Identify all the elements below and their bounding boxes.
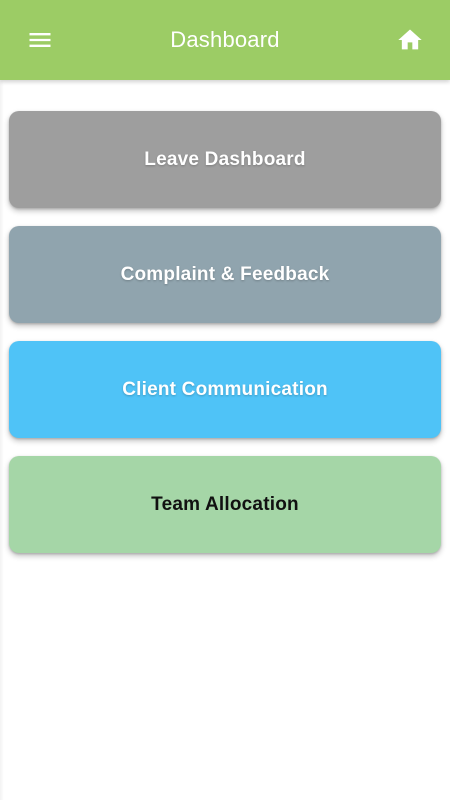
- left-edge-shadow: [0, 80, 4, 800]
- complaint-feedback-label: Complaint & Feedback: [120, 263, 330, 285]
- team-allocation-label: Team Allocation: [151, 493, 299, 515]
- home-button[interactable]: [388, 18, 432, 62]
- menu-button[interactable]: [18, 18, 62, 62]
- leave-dashboard-tile[interactable]: Leave Dashboard: [9, 111, 441, 208]
- leave-dashboard-label: Leave Dashboard: [144, 148, 306, 170]
- client-communication-label: Client Communication: [122, 378, 328, 400]
- dashboard-content: Leave Dashboard Complaint & Feedback Cli…: [0, 80, 450, 800]
- page-title: Dashboard: [170, 27, 280, 52]
- app-bar: Dashboard: [0, 0, 450, 80]
- team-allocation-tile[interactable]: Team Allocation: [9, 456, 441, 553]
- home-icon: [398, 29, 422, 50]
- menu-icon: [29, 33, 51, 47]
- complaint-feedback-tile[interactable]: Complaint & Feedback: [9, 226, 441, 323]
- client-communication-tile[interactable]: Client Communication: [9, 341, 441, 438]
